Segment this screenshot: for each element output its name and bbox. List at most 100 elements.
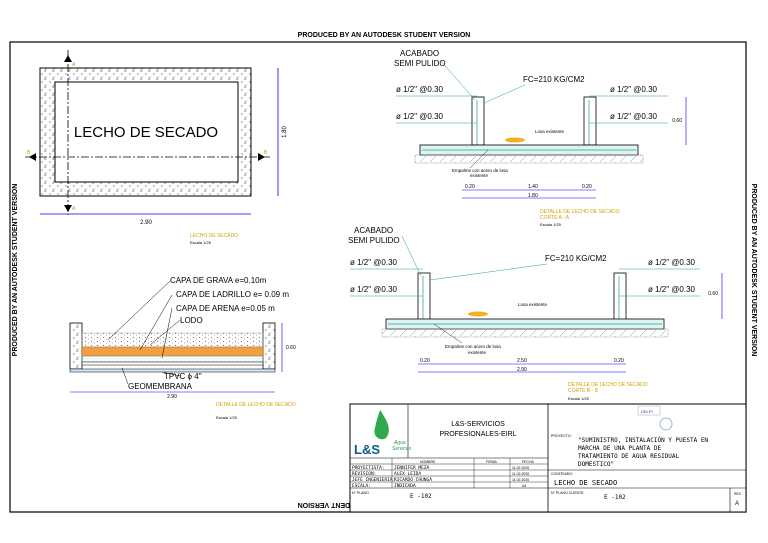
company-name-2: PROFESIONALES-EIRL [439, 431, 516, 438]
section-mark-b: B [27, 150, 31, 156]
detail-b: ACABADO SEMI PULIDO FC=210 KG/CM2 ø 1/2"… [348, 226, 723, 401]
detail-a-dim-mid: 1.40 [528, 184, 538, 190]
detail-b-wall-left [417, 272, 431, 322]
layers-caption: DETALLE DE LECHO DE SECADO [216, 402, 296, 408]
detail-b-slab-label: Losa existente [518, 302, 548, 307]
layer-label-geomembrana: GEOMEMBRANA [128, 382, 193, 391]
detail-a-wall-right [583, 96, 597, 146]
watermark-left: PRODUCED BY AN AUTODESK STUDENT VERSION [12, 184, 19, 357]
section-arrow-icon [258, 153, 265, 161]
detail-a-soil [414, 154, 644, 164]
rev-value: A [735, 501, 739, 507]
row-2-date: 11.02.2020 [512, 478, 529, 482]
detail-a-wall-left [471, 96, 485, 146]
row-3-date: A4 [522, 484, 526, 488]
company-name-1: L&S-SERVICIOS [451, 421, 505, 428]
layer-label-lodo: LODO [180, 316, 203, 325]
detail-b-scale: Escala 1/25 [568, 396, 590, 401]
client-logo [637, 405, 661, 416]
plan-dim-width: 2.90 [140, 220, 152, 226]
detail-b-caption-2: CORTE B - B [568, 388, 599, 394]
detail-b-dim-side2: 0.20 [614, 358, 624, 364]
detail-a-caption-1: DETALLE DE LECHO DE SECADO [540, 209, 620, 215]
layer-sand [81, 355, 264, 363]
plano-label: N° PLANO [352, 491, 369, 495]
leader-line [107, 280, 171, 341]
detail-b-mortar [468, 311, 488, 317]
detail-b-rebar-left-2: ø 1/2" @0.30 [350, 285, 398, 294]
plan-title: LECHO DE SECADO [74, 124, 218, 141]
layer-label-grava: CAPA DE GRAVA e=0.10m [170, 276, 267, 285]
row-0-label: PROYECTISTA: [352, 465, 385, 471]
detail-a-caption-2: CORTE A - A [540, 215, 570, 221]
row-1-name: ALEX LEIDA [394, 471, 421, 477]
proyecto-line-3: TRATAMIENTO DE AGUA RESIDUAL [578, 453, 680, 460]
detail-b-finish-1: ACABADO [354, 226, 393, 235]
leader-line [139, 294, 173, 351]
layer-brick [81, 346, 264, 357]
row-1-label: REVISION: [352, 471, 376, 477]
leader-line [149, 319, 181, 346]
detail-a-scale: Escala 1/25 [540, 222, 562, 227]
detail-a-splice-1: Empalme con acero de losa [452, 168, 508, 173]
drop-logo-icon [374, 410, 389, 440]
layer-label-arena: CAPA DE ARENA e=0.05 m [176, 304, 275, 313]
plan-caption: LECHO DE SECADO [190, 233, 238, 239]
detail-b-caption-1: DETALLE DE LECHO DE SECADO [568, 382, 648, 388]
layer-label-ladrillo: CAPA DE LADRILLO e= 0.09 m [176, 290, 289, 299]
leader-line [429, 263, 548, 281]
section-mark-a: A [72, 62, 76, 68]
section-arrow-icon [29, 153, 36, 161]
row-0-date: 11.02.2020 [512, 466, 529, 470]
detail-a-finish-2: SEMI PULIDO [394, 59, 446, 68]
leader-line [483, 84, 526, 104]
logo-sub-2: Services [392, 446, 412, 452]
detail-a-mortar [505, 137, 525, 143]
logo-sub-1: Agua [393, 440, 406, 446]
detail-a-dim-side: 0.20 [465, 184, 475, 190]
detail-a-dim-total: 1.80 [528, 193, 538, 199]
detail-b-rebar-right-2: ø 1/2" @0.30 [648, 285, 696, 294]
section-arrow-icon [64, 205, 72, 212]
client-seal-icon [659, 417, 673, 431]
plano-cliente-label: N° PLANO CLIENTE: [551, 491, 585, 495]
detail-b-dim-mid: 2.50 [517, 358, 527, 364]
row-3-label: ESCALA: [352, 483, 371, 489]
row-0-name: JENNIFER MEZA [394, 465, 430, 471]
layers-wall-right [262, 322, 276, 370]
rev-label: REV [734, 492, 742, 496]
logo-text: L&S [354, 442, 380, 457]
watermark-top: PRODUCED BY AN AUTODESK STUDENT VERSION [298, 32, 471, 39]
proyecto-line-2: MARCHA DE UNA PLANTA DE [578, 445, 661, 452]
leader-line [161, 371, 181, 377]
detail-a-dim-side2: 0.20 [582, 184, 592, 190]
section-mark-a2: A [72, 206, 76, 212]
detail-a: ACABADO SEMI PULIDO FC=210 KG/CM2 ø 1/2"… [394, 49, 687, 227]
detail-a-fc: FC=210 KG/CM2 [523, 75, 585, 84]
row-2-label: JEFE INGENIERIA: [352, 477, 395, 483]
proyecto-line-1: "SUMINISTRO, INSTALACIÓN Y PUESTA EN [578, 437, 708, 444]
layers-dim-width: 2.90 [167, 394, 177, 400]
layers-section: CAPA DE GRAVA e=0.10m CAPA DE LADRILLO e… [69, 276, 296, 420]
row-2-name: RICARDO CHUNGA [394, 477, 432, 483]
detail-a-splice-2: existente [470, 173, 489, 178]
col-firma: FIRMA [486, 460, 498, 464]
detail-a-dim-height: 0.60 [672, 118, 682, 124]
leader-line [439, 59, 476, 101]
layer-label-tpvc: TPVC ϕ 4" [164, 372, 202, 381]
watermark-right: PRODUCED BY AN AUTODESK STUDENT VERSION [750, 184, 757, 357]
proyecto-line-4: DOMESTICO" [578, 461, 614, 468]
detail-b-dim-side: 0.20 [420, 358, 430, 364]
detail-b-splice-2: existente [468, 350, 487, 355]
detail-b-splice-1: Empalme con acero de losa [445, 344, 501, 349]
proyecto-label: PROYECTO: [551, 434, 572, 438]
layers-dim-height: 0.60 [286, 345, 296, 351]
layer-gravel [81, 332, 264, 348]
detail-b-dim-height: 0.60 [708, 291, 718, 297]
row-1-date: 11.02.2020 [512, 472, 529, 476]
layers-wall-left [69, 322, 83, 370]
plan-dim-height: 1.80 [282, 126, 288, 138]
contenido-label: CONTENIDO: [551, 472, 573, 476]
plan-scale: Escala 1/25 [190, 240, 212, 245]
